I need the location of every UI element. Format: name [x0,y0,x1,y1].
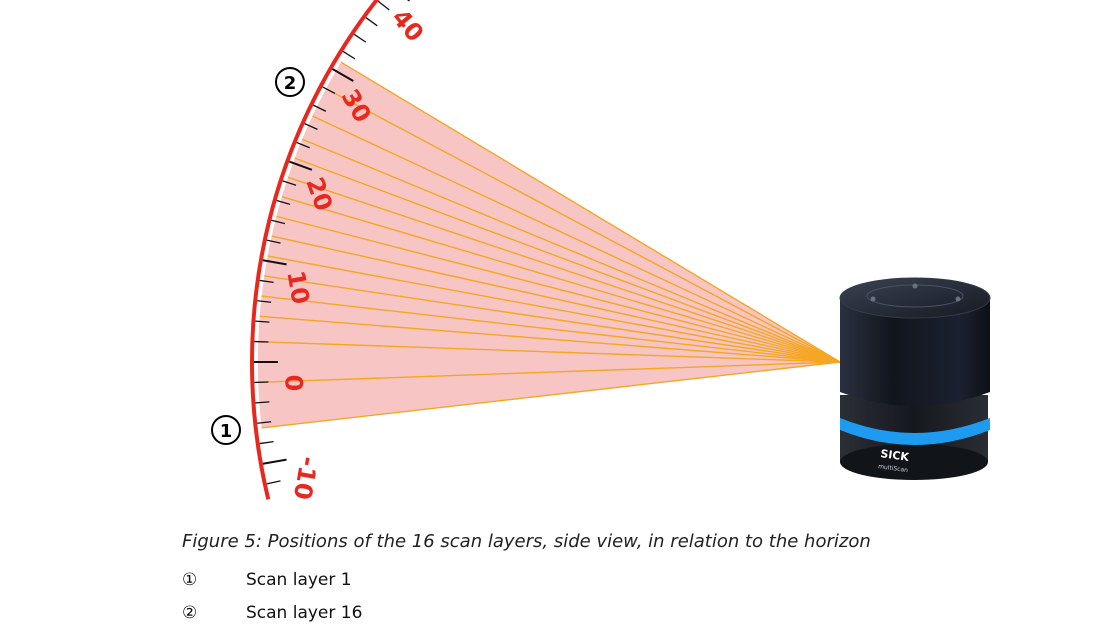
scan-beam-5 [261,295,841,363]
legend-label: Scan layer 16 [246,603,363,623]
scan-beam-3 [258,340,841,363]
scale-tick [313,104,327,112]
legend-number: ② [182,603,198,623]
scale-tick [332,68,354,82]
scale-tick [288,160,313,171]
scan-beam-13 [301,138,841,363]
scan-beam-11 [287,176,841,363]
scan-beam-16 [340,61,841,363]
scan-beam-1 [261,361,841,429]
scan-fan-area [257,62,840,428]
scale-tick [262,259,287,266]
scale-tick [257,421,272,424]
scale-label: -10 [288,454,323,502]
sensor-model-label: multiScan [878,463,909,474]
scale-tick [322,86,336,95]
scale-tick [255,401,270,404]
scale-label: 10 [281,269,314,307]
scale-tick [365,17,378,27]
callout-layer-16: 2 [275,67,305,97]
svg-text:2: 2 [284,73,297,94]
scale-tick [262,458,287,465]
scan-beam-4 [259,315,841,363]
legend-item-2: ② Scan layer 16 [182,603,362,623]
svg-text:1: 1 [220,421,233,442]
callout-layer-1: 1 [211,415,241,445]
scan-beam-6 [264,275,841,363]
scale-tick [257,300,272,303]
scan-beam-15 [325,88,841,363]
scale-tick [377,0,390,11]
figure-caption: Figure 5: Positions of the 16 scan layer… [182,531,871,552]
scale-tick [259,440,274,445]
scan-beams [258,61,841,429]
scan-beam-12 [294,157,841,363]
scan-beam-14 [312,115,841,363]
scale-tick [266,480,281,485]
scan-beam-9 [276,215,841,363]
scale-tick [407,0,411,2]
scale-tick [259,279,274,284]
scale-tick [276,199,291,205]
angle-scale-ticks [254,0,411,485]
scan-beam-10 [281,195,841,363]
legend-item-1: ① Scan layer 1 [182,570,352,590]
scale-tick [296,141,310,149]
scale-tick [271,219,286,225]
angle-scale-arc [250,0,380,500]
legend-number: ① [182,570,198,590]
scan-beam-8 [271,235,841,363]
scale-tick [353,33,367,43]
scale-label: 0 [279,375,307,392]
scale-tick [304,123,318,130]
scale-tick [342,50,356,60]
scale-label: 40 [386,4,429,48]
legend-label: Scan layer 1 [246,570,352,590]
scale-tick [266,239,281,244]
lidar-sensor: SICK multiScan [839,277,991,480]
scale-tick [255,320,270,323]
scan-beam-2 [258,361,841,384]
scale-tick [282,180,297,186]
scan-beam-7 [267,255,841,363]
sensor-brand-label: SICK [880,447,911,464]
